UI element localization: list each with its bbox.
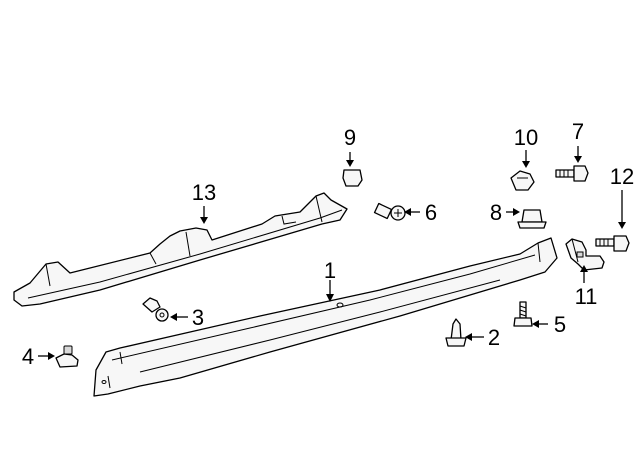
part-10-fastener xyxy=(510,170,535,191)
leader-12 xyxy=(618,190,626,229)
callout-10: 10 xyxy=(514,125,538,150)
callout-1: 1 xyxy=(324,258,336,283)
leader-1 xyxy=(326,280,334,302)
leader-lines xyxy=(38,146,626,360)
callout-12: 12 xyxy=(610,164,634,189)
part-8-grommet xyxy=(517,209,547,229)
leader-6 xyxy=(404,208,420,216)
leader-4 xyxy=(38,352,55,360)
part-2-clip xyxy=(445,318,467,347)
leader-13 xyxy=(200,206,208,224)
callout-7: 7 xyxy=(572,119,584,144)
callout-9: 9 xyxy=(344,125,356,150)
leader-3 xyxy=(170,313,188,321)
part-3-clip xyxy=(142,297,169,322)
part-9-cap xyxy=(342,169,363,187)
part-7-bolt xyxy=(555,165,589,182)
callout-11: 11 xyxy=(575,284,598,309)
leader-9 xyxy=(346,152,354,167)
part-13-garnish-moulding xyxy=(13,192,348,307)
part-12-bolt xyxy=(595,235,630,252)
part-5-bolt xyxy=(513,301,533,327)
callout-4: 4 xyxy=(22,344,34,369)
leader-11 xyxy=(580,265,588,283)
part-11-bracket xyxy=(565,238,605,271)
leader-8 xyxy=(506,208,520,216)
leader-7 xyxy=(574,146,582,163)
leader-5 xyxy=(532,320,548,328)
leader-2 xyxy=(465,333,484,341)
callout-6: 6 xyxy=(425,200,437,225)
callout-5: 5 xyxy=(554,312,566,337)
part-1-rocker-panel xyxy=(93,237,558,397)
callout-3: 3 xyxy=(192,305,204,330)
callout-13: 13 xyxy=(192,180,216,205)
part-6-screw xyxy=(373,202,406,221)
leader-10 xyxy=(522,150,530,168)
callout-8: 8 xyxy=(490,200,502,225)
callout-labels: 1 2 3 4 5 6 7 8 9 10 11 12 13 xyxy=(22,119,634,369)
part-4-clip-nut xyxy=(55,345,79,368)
callout-2: 2 xyxy=(488,325,500,350)
